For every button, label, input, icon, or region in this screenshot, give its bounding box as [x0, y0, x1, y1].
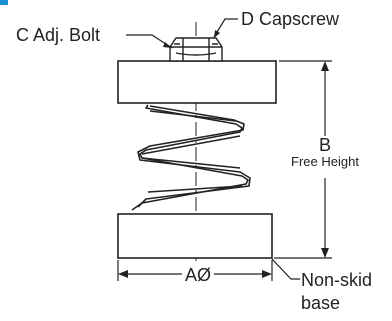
top-plate	[117, 60, 277, 104]
d-capscrew-arrowhead	[214, 30, 220, 38]
a-dimension	[117, 260, 273, 281]
base-label: base	[301, 293, 340, 313]
a-diameter-label: AØ	[185, 265, 211, 285]
d-capscrew-leader	[213, 18, 238, 38]
corner-accent-mark	[0, 0, 8, 5]
non-skid-label: Non-skid	[301, 270, 372, 290]
d-capscrew-label: D Capscrew	[241, 9, 340, 29]
c-bolt-label: C Adj. Bolt	[16, 25, 100, 45]
base-plate	[117, 213, 273, 259]
b-dimension-label: B	[319, 135, 331, 155]
non-skid-leader	[271, 258, 300, 280]
c-bolt-arrowhead	[163, 42, 172, 48]
free-height-label: Free Height	[291, 154, 359, 169]
coil-spring	[131, 104, 251, 211]
hex-capscrew	[169, 37, 223, 62]
b-dimension	[274, 60, 332, 259]
